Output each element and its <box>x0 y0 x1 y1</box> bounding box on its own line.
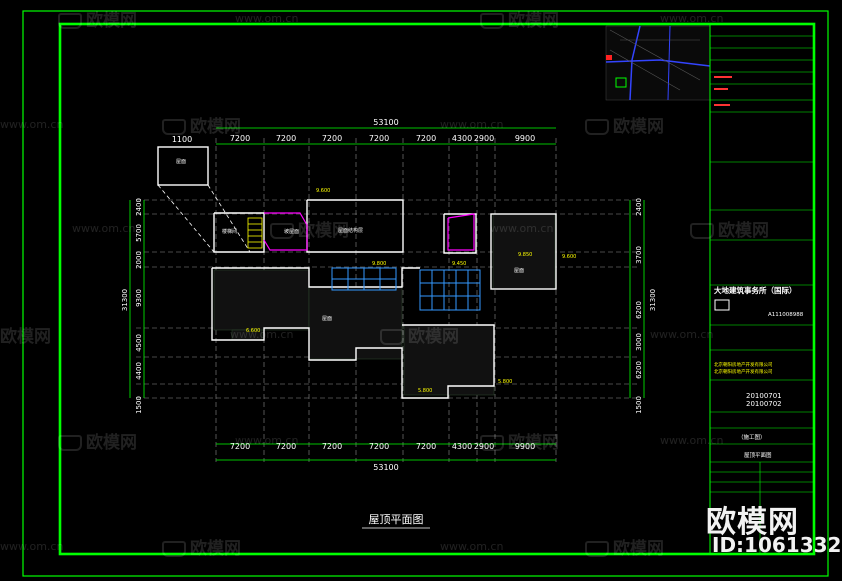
firm-logo-icon <box>714 299 730 311</box>
project-code: 20100702 <box>746 400 782 408</box>
overall-dim-top: 53100 <box>373 118 398 127</box>
cert-number: A111008988 <box>768 312 804 318</box>
dim-top: 7200 <box>369 134 389 143</box>
slope-outline <box>263 212 475 251</box>
dim-left: 4500 <box>135 334 143 352</box>
dim-top: 2900 <box>474 134 494 143</box>
leader-dashes <box>157 184 251 253</box>
dim-top: 7200 <box>322 134 342 143</box>
sheet-name: 屋顶平面图 <box>744 451 772 459</box>
room-label: 坡屋面 <box>284 228 299 235</box>
elevation-label: 9.850 <box>518 252 532 258</box>
title-block: 大地建筑事务所（国际） A111008988 北京朝阳房地产开发有限公司 北京朝… <box>709 23 815 555</box>
dims-right: 2400 3700 6200 3000 6200 1500 31300 <box>635 198 657 414</box>
dim-bottom: 7200 <box>276 442 296 451</box>
dim-bottom: 7200 <box>369 442 389 451</box>
overall-dim-right: 31300 <box>649 289 657 311</box>
dim-left: 4400 <box>135 362 143 380</box>
elevation-label: 9.450 <box>452 261 466 267</box>
dim-right: 2400 <box>635 198 643 216</box>
dims-bottom: 7200 7200 7200 7200 7200 4300 2900 9900 … <box>230 442 535 472</box>
dims-left: 2400 5700 2000 9300 4500 4400 1500 31300 <box>121 198 143 414</box>
stage-label: （施工图） <box>738 433 766 441</box>
dim-right: 3700 <box>635 246 643 264</box>
overall-dim-left: 31300 <box>121 289 129 311</box>
overall-dim-bottom: 53100 <box>373 463 398 472</box>
dim-left: 5700 <box>135 224 143 242</box>
elevation-label: 6.600 <box>246 328 260 334</box>
elevation-label: 9.600 <box>562 254 576 260</box>
key-plan <box>605 25 711 101</box>
project-line: 北京朝阳房地产开发有限公司 <box>714 368 773 375</box>
drawing-title: 屋顶平面图 <box>369 513 424 526</box>
room-label: 屋面结构层 <box>338 227 363 234</box>
room-labels: 屋面 屋面结构层 屋面 屋面 楼梯间 坡屋面 <box>176 159 524 322</box>
elevation-label: 5.800 <box>418 388 432 394</box>
dim-right: 1500 <box>635 396 643 414</box>
elevation-label: 9.800 <box>372 261 386 267</box>
dim-right: 6200 <box>635 361 643 379</box>
stair-symbol <box>247 217 263 249</box>
project-code: 20100701 <box>746 392 782 400</box>
dim-right: 3000 <box>635 333 643 351</box>
dims-top: 53100 7200 7200 7200 7200 7200 4300 2900… <box>172 118 535 144</box>
dim-left: 2400 <box>135 198 143 216</box>
dim-left: 9300 <box>135 289 143 307</box>
dim-top: 7200 <box>276 134 296 143</box>
dim-bottom: 2900 <box>474 442 494 451</box>
small-box-dim: 1100 <box>172 135 192 144</box>
elevation-label: 9.600 <box>316 188 330 194</box>
dim-top: 7200 <box>416 134 436 143</box>
dim-bottom: 7200 <box>322 442 342 451</box>
dim-left: 2000 <box>135 251 143 269</box>
dim-bottom: 9900 <box>515 442 535 451</box>
brand-logo-text: 欧模网 <box>706 505 799 540</box>
roof-hatch-areas <box>213 213 556 396</box>
inner-frame <box>58 22 816 556</box>
outer-frame <box>22 10 829 577</box>
room-label: 屋面 <box>514 268 524 274</box>
elevation-label: 5.800 <box>498 379 512 385</box>
dimension-lines <box>129 127 645 461</box>
dim-right: 6200 <box>635 301 643 319</box>
dim-top: 4300 <box>452 134 472 143</box>
model-id: ID:1061332 <box>712 533 842 557</box>
dim-left: 1500 <box>135 396 143 414</box>
room-label: 屋面 <box>322 316 332 322</box>
dim-bottom: 7200 <box>230 442 250 451</box>
skylight-grid <box>331 267 481 311</box>
dim-bottom: 4300 <box>452 442 472 451</box>
room-label: 屋面 <box>176 159 186 165</box>
room-label: 楼梯间 <box>222 228 237 235</box>
firm-name: 大地建筑事务所（国际） <box>714 285 797 295</box>
project-line: 北京朝阳房地产开发有限公司 <box>714 361 773 368</box>
dim-bottom: 7200 <box>416 442 436 451</box>
dim-top: 9900 <box>515 134 535 143</box>
elevation-marks: 9.600 9.800 9.450 9.600 9.850 6.600 5.80… <box>246 188 576 394</box>
dim-top: 7200 <box>230 134 250 143</box>
